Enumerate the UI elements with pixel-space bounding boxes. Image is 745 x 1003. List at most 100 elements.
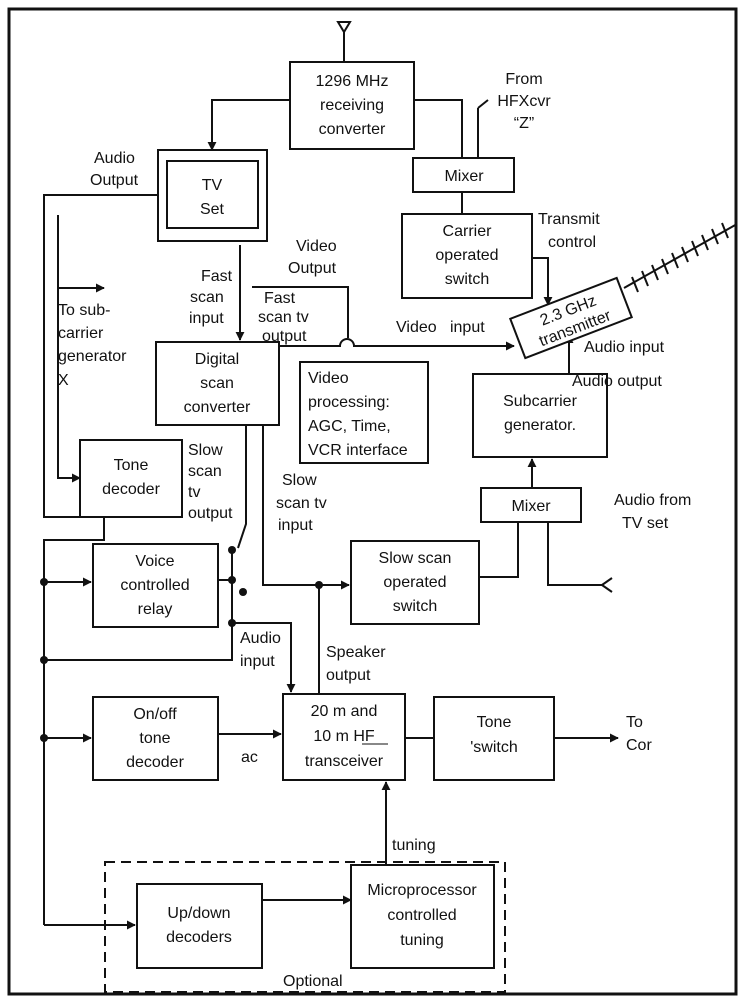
slow-scan-tv-output-label: Slow scan tv output: [188, 442, 233, 522]
hf-transceiver-line-3: transceiver: [305, 753, 384, 770]
slow-scan-switch-line-3: switch: [393, 598, 437, 615]
svg-text:input: input: [278, 517, 313, 534]
page-frame: [7, 7, 738, 996]
voice-relay-line-3: relay: [138, 601, 173, 618]
video-output-label: Video Output: [288, 238, 337, 277]
subcarrier-gen-line-2: generator.: [504, 417, 576, 434]
updown-decoders-line-2: decoders: [166, 929, 232, 946]
micro-tuning-line-2: controlled: [387, 907, 456, 924]
slow-scan-switch-line-1: Slow scan: [379, 550, 452, 567]
svg-text:X: X: [58, 372, 69, 389]
onoff-decoder-line-3: decoder: [126, 754, 184, 771]
voice-relay-line-2: controlled: [120, 577, 189, 594]
block-voice-relay: Voice controlled relay: [92, 543, 219, 628]
svg-text:scan tv: scan tv: [276, 495, 327, 512]
block-mixer-top: Mixer: [412, 157, 515, 193]
digital-scan-line-3: converter: [184, 399, 251, 416]
tv-set-line-1: TV: [202, 177, 223, 194]
svg-text:Output: Output: [90, 172, 139, 189]
fast-scan-tv-output-label: Fast scan tv output: [258, 290, 309, 345]
svg-text:scan tv: scan tv: [258, 309, 309, 326]
ac-label: ac: [241, 749, 258, 766]
svg-text:Slow: Slow: [188, 442, 223, 459]
yagi-antenna-icon: [623, 222, 738, 293]
svg-text:Audio: Audio: [94, 150, 135, 167]
carrier-switch-line-3: switch: [445, 271, 489, 288]
antenna-icon: [336, 21, 352, 62]
hf-transceiver-line-2: 10 m HF: [313, 728, 375, 745]
video-processing-line-1: Video: [308, 370, 349, 387]
digital-scan-line-2: scan: [200, 375, 234, 392]
receiving-converter-line-2: receiving: [320, 97, 384, 114]
svg-text:To: To: [626, 714, 643, 731]
digital-scan-line-1: Digital: [195, 351, 239, 368]
tone-decoder-line-1: Tone: [114, 457, 149, 474]
svg-text:Audio: Audio: [240, 630, 281, 647]
optional-label: Optional: [283, 973, 343, 990]
svg-text:Video: Video: [296, 238, 337, 255]
audio-input-tx-label: Audio input: [584, 339, 665, 356]
micro-tuning-line-1: Microprocessor: [367, 882, 477, 899]
svg-text:tv: tv: [188, 484, 200, 501]
svg-text:output: output: [262, 328, 307, 345]
video-input-label: Video input: [396, 319, 485, 336]
audio-output-tv-label: Audio Output: [90, 150, 139, 189]
audio-output-sub-label: Audio output: [572, 373, 662, 390]
audio-input-hf-label: Audio input: [240, 630, 281, 670]
mixer-mid-label: Mixer: [511, 498, 551, 515]
transmit-control-label: Transmit control: [538, 211, 600, 251]
micro-tuning-line-3: tuning: [400, 932, 444, 949]
to-cor-label: To Cor: [626, 714, 652, 754]
svg-text:Fast: Fast: [201, 268, 233, 285]
block-hf-transceiver: 20 m and 10 m HF transceiver: [282, 693, 406, 781]
svg-text:Slow: Slow: [282, 472, 317, 489]
svg-text:generator: generator: [58, 348, 127, 365]
svg-text:output: output: [188, 505, 233, 522]
tone-switch-line-1: Tone: [477, 714, 512, 731]
video-processing-line-2: processing:: [308, 394, 390, 411]
carrier-switch-line-2: operated: [435, 247, 498, 264]
optional-group-frame: [104, 861, 506, 993]
onoff-decoder-line-2: tone: [139, 730, 170, 747]
block-tv-set: TV Set: [157, 149, 268, 242]
voice-relay-line-1: Voice: [135, 553, 174, 570]
svg-text:input: input: [240, 653, 275, 670]
svg-text:From: From: [505, 71, 542, 88]
svg-text:control: control: [548, 234, 596, 251]
video-processing-line-4: VCR interface: [308, 442, 408, 459]
block-subcarrier-generator: Subcarrier generator.: [472, 373, 608, 458]
receiving-converter-line-1: 1296 MHz: [316, 73, 389, 90]
to-subcarrier-label: To sub- carrier generator X: [58, 302, 127, 389]
hf-transceiver-line-1: 20 m and: [311, 703, 378, 720]
tv-set-line-2: Set: [200, 201, 225, 218]
svg-text:Speaker: Speaker: [326, 644, 386, 661]
updown-decoders-line-1: Up/down: [167, 905, 230, 922]
svg-text:scan: scan: [190, 289, 224, 306]
block-mixer-mid: Mixer: [480, 487, 582, 523]
slow-scan-switch-line-2: operated: [383, 574, 446, 591]
block-carrier-switch: Carrier operated switch: [401, 213, 533, 299]
svg-text:input: input: [189, 310, 224, 327]
onoff-decoder-line-1: On/off: [133, 706, 177, 723]
svg-text:carrier: carrier: [58, 325, 104, 342]
block-digital-scan-converter: Digital scan converter: [155, 341, 280, 426]
block-tone-switch: Tone 'switch: [433, 696, 555, 781]
block-tone-decoder: Tone decoder: [79, 439, 183, 518]
slow-scan-tv-input-label: Slow scan tv input: [276, 472, 327, 534]
svg-text:To sub-: To sub-: [58, 302, 110, 319]
speaker-output-label: Speaker output: [326, 644, 386, 684]
junction-dots: [40, 546, 323, 742]
svg-text:output: output: [326, 667, 371, 684]
mixer-top-label: Mixer: [444, 168, 484, 185]
svg-text:TV set: TV set: [622, 515, 669, 532]
from-hfxcvr-label: From HFXcvr “Z”: [497, 71, 551, 132]
block-micro-tuning: Microprocessor controlled tuning: [350, 864, 495, 969]
svg-text:Audio from: Audio from: [614, 492, 691, 509]
svg-text:Transmit: Transmit: [538, 211, 600, 228]
block-transmitter: 2.3 GHz transmitter: [508, 276, 634, 360]
block-receiving-converter: 1296 MHz receiving converter: [289, 61, 415, 150]
svg-text:scan: scan: [188, 463, 222, 480]
video-processing-line-3: AGC, Time,: [308, 418, 391, 435]
tone-decoder-line-2: decoder: [102, 481, 160, 498]
block-updown-decoders: Up/down decoders: [136, 883, 263, 969]
